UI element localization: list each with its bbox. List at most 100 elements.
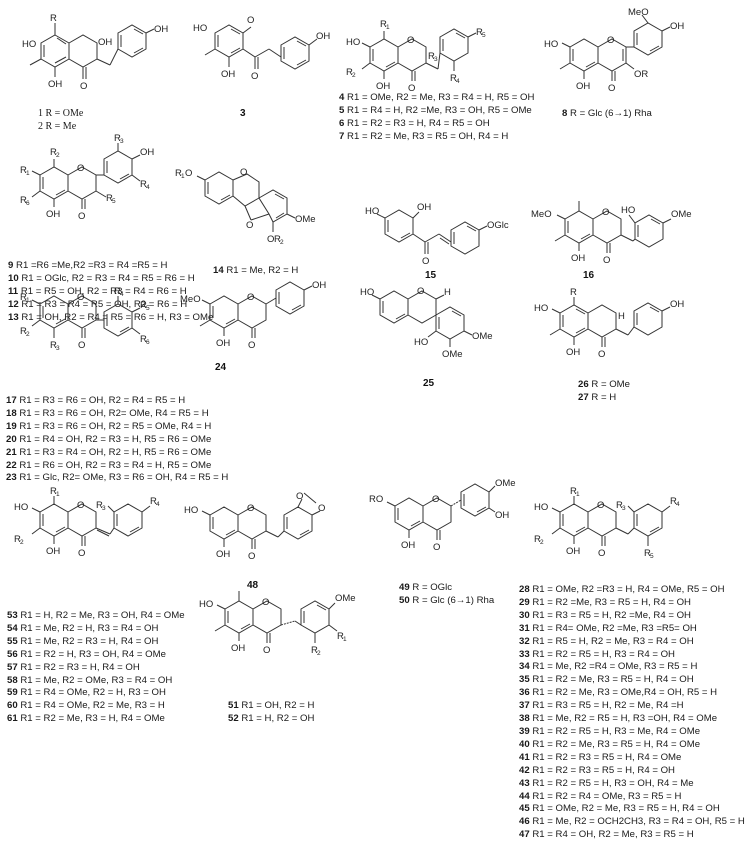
svg-text:R: R [20, 165, 27, 176]
svg-text:O: O [602, 207, 609, 218]
atom-label: HO [544, 39, 558, 50]
atom-label: OH [316, 31, 330, 42]
svg-text:R: R [114, 286, 121, 297]
svg-text:MeO: MeO [531, 209, 552, 220]
svg-text:2: 2 [26, 331, 30, 338]
svg-text:4: 4 [120, 291, 124, 298]
atom-label: O [251, 71, 258, 82]
svg-text:R: R [616, 500, 623, 511]
svg-text:RO: RO [369, 494, 383, 505]
svg-text:1: 1 [26, 170, 30, 177]
svg-text:O: O [240, 167, 247, 178]
svg-text:1: 1 [181, 173, 185, 180]
caption-28-47: 28 R1 = OMe, R2 =R3 = H, R4 = OMe, R5 = … [519, 584, 745, 841]
svg-text:HO: HO [534, 303, 548, 314]
svg-text:R: R [140, 300, 147, 311]
svg-text:R: R [140, 334, 147, 345]
svg-text:O: O [597, 500, 604, 511]
svg-text:HO: HO [534, 502, 548, 513]
caption-4-7: 4 R1 = OMe, R2 = Me, R3 = R4 = H, R5 = O… [339, 92, 535, 142]
compound-number-3: 3 [240, 108, 246, 119]
atom-label: R [346, 67, 353, 78]
svg-text:O: O [318, 503, 325, 514]
svg-text:R: R [670, 496, 677, 507]
atom-label: O [608, 83, 615, 94]
svg-text:O: O [77, 292, 84, 303]
svg-text:OH: OH [566, 347, 580, 358]
svg-text:5: 5 [112, 198, 116, 205]
svg-text:O: O [248, 340, 255, 351]
svg-text:OGlc: OGlc [487, 220, 509, 231]
compound-number-15: 15 [425, 270, 437, 281]
atom-label: HO [346, 37, 360, 48]
compound-number-16: 16 [583, 270, 595, 281]
svg-text:3: 3 [102, 505, 106, 512]
svg-text:O: O [417, 286, 424, 297]
caption-17-23: 17 R1 = R3 = R6 = OH, R2 = R4 = R5 = H 1… [6, 395, 229, 484]
svg-text:4: 4 [676, 501, 680, 508]
atom-label: O [607, 35, 614, 46]
svg-text:R: R [337, 631, 344, 642]
svg-text:OH: OH [670, 299, 684, 310]
svg-text:HO: HO [199, 599, 213, 610]
svg-text:OH: OH [401, 540, 415, 551]
svg-text:4: 4 [146, 184, 150, 191]
svg-text:R: R [311, 645, 318, 656]
svg-text:R: R [20, 195, 27, 206]
svg-text:OH: OH [46, 209, 60, 220]
svg-text:HO: HO [621, 205, 635, 216]
svg-text:OMe: OMe [442, 349, 463, 360]
caption-26-27: 26 R = OMe 27 R = H [578, 379, 630, 403]
svg-text:HO: HO [184, 505, 198, 516]
svg-text:O: O [246, 220, 253, 231]
atom-label: OR [634, 69, 648, 80]
structure-25: HO O H HO OMe OMe [360, 286, 493, 360]
atom-label: OH [48, 79, 62, 90]
svg-text:OH: OH [566, 546, 580, 557]
svg-text:OH: OH [312, 280, 326, 291]
svg-text:OH: OH [231, 643, 245, 654]
atom-label: O [407, 35, 414, 46]
svg-text:O: O [77, 500, 84, 511]
svg-text:R: R [14, 534, 21, 545]
svg-text:H: H [618, 311, 625, 322]
svg-text:O: O [248, 551, 255, 562]
svg-text:R: R [114, 133, 121, 144]
svg-text:H: H [444, 287, 451, 298]
svg-text:6: 6 [26, 200, 30, 207]
svg-text:OH: OH [417, 202, 431, 213]
svg-text:R: R [96, 500, 103, 511]
svg-text:1: 1 [26, 297, 30, 304]
svg-text:3: 3 [434, 56, 438, 63]
atom-label: OH [221, 69, 235, 80]
atom-label: OH [670, 21, 684, 32]
atom-label: O [408, 83, 415, 94]
svg-text:O: O [262, 597, 269, 608]
svg-text:O: O [185, 168, 192, 179]
svg-text:OMe: OMe [295, 214, 316, 225]
svg-text:R: R [20, 326, 27, 337]
svg-text:OH: OH [216, 338, 230, 349]
svg-text:OMe: OMe [335, 593, 356, 604]
svg-text:OMe: OMe [472, 331, 493, 342]
svg-text:O: O [296, 491, 303, 502]
svg-text:R: R [570, 287, 577, 298]
svg-text:O: O [78, 340, 85, 351]
atom-label: HO [22, 39, 36, 50]
svg-text:O: O [247, 503, 254, 514]
caption-49-50: 49 R = OGlc 50 R = Glc (6→1) Rha [399, 582, 495, 606]
caption-53-61: 53 R1 = H, R2 = Me, R3 = OH, R4 = OMe 54… [7, 610, 185, 725]
atom-label: OH [98, 37, 112, 48]
svg-text:2: 2 [56, 152, 60, 159]
svg-text:6: 6 [146, 339, 150, 346]
svg-text:2: 2 [20, 539, 24, 546]
svg-text:1: 1 [576, 491, 580, 498]
structure-3: HO O OH O OH [193, 15, 330, 82]
atom-label: R [380, 19, 387, 30]
svg-text:2: 2 [317, 650, 321, 657]
svg-text:O: O [422, 256, 429, 267]
svg-text:R: R [274, 234, 281, 245]
